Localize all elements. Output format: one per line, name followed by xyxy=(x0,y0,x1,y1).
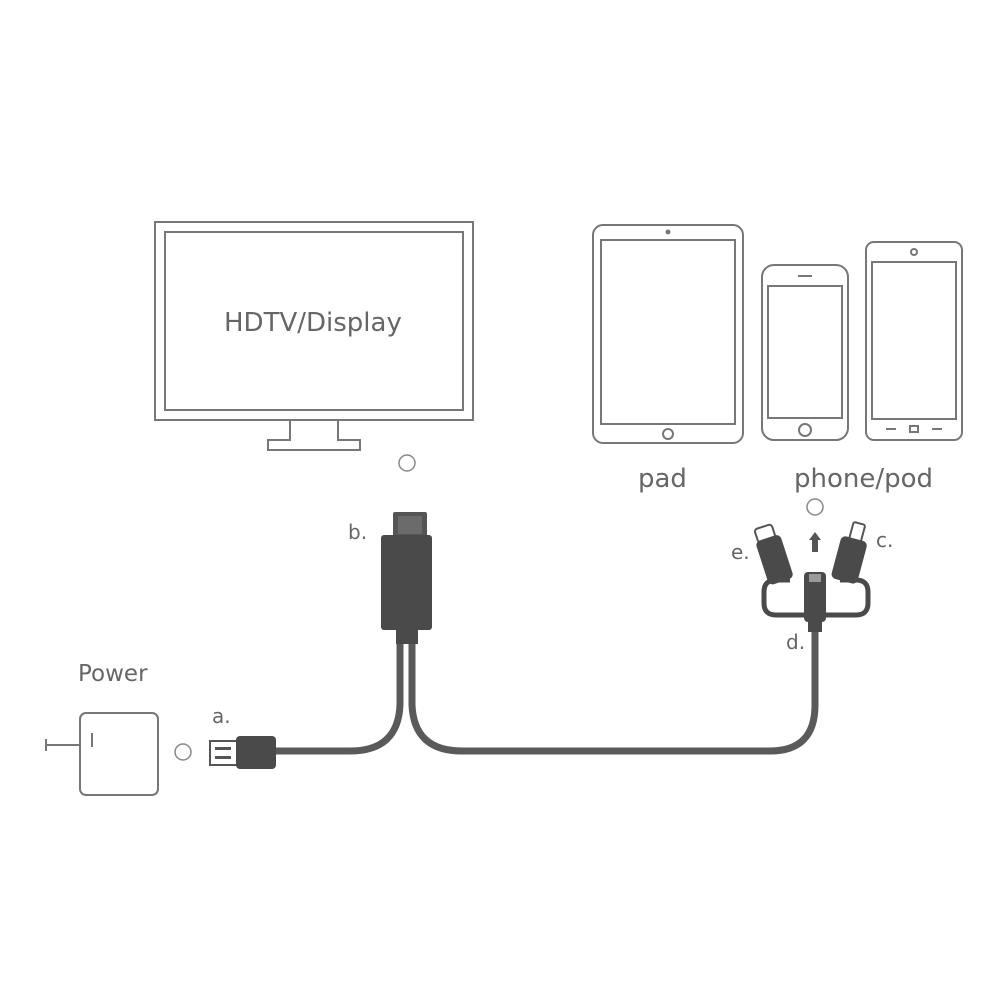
connector-b-label: b. xyxy=(348,520,368,544)
phone-icon xyxy=(761,264,849,441)
phone-port-circle xyxy=(806,498,824,516)
lightning-connector-icon xyxy=(831,521,867,584)
display-port-circle xyxy=(398,454,416,472)
android-phone-icon xyxy=(865,241,963,441)
power-adapter-icon xyxy=(45,712,159,796)
power-label: Power xyxy=(78,661,148,687)
tablet-icon xyxy=(592,224,744,444)
arrow-up-icon xyxy=(809,532,821,552)
usb-c-connector-icon xyxy=(753,523,793,585)
connector-c-label: c. xyxy=(876,528,894,552)
monitor-icon xyxy=(154,221,474,451)
pad-label: pad xyxy=(638,464,687,494)
usb-plug-icon xyxy=(209,736,276,769)
hdmi-plug-icon xyxy=(381,512,432,644)
multi-connector-hub xyxy=(761,572,871,632)
connector-a-label: a. xyxy=(212,704,231,728)
cable xyxy=(266,621,819,755)
connector-e-label: e. xyxy=(731,540,750,564)
power-port-circle xyxy=(174,743,192,761)
display-label: HDTV/Display xyxy=(224,308,402,338)
connector-d-label: d. xyxy=(786,630,806,654)
phone-pod-label: phone/pod xyxy=(794,464,934,494)
